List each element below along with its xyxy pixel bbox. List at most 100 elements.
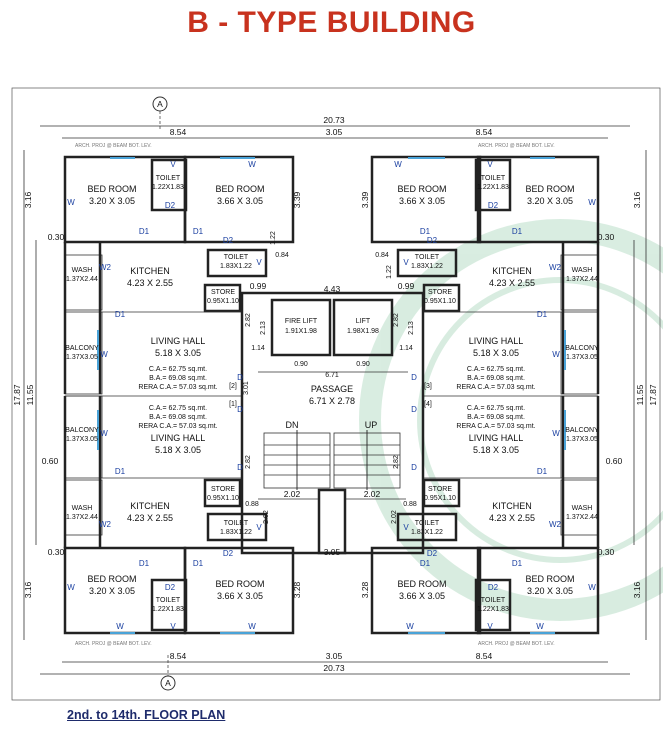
toilet-dim: 1.22X1.83 [152, 606, 184, 613]
svg-text:8.54: 8.54 [170, 651, 187, 661]
svg-text:D2: D2 [165, 583, 176, 592]
svg-text:2.02: 2.02 [284, 489, 301, 499]
bed-room-label: BED ROOM [525, 574, 574, 584]
kitchen-dim: 4.23 X 2.55 [127, 278, 173, 288]
svg-text:0.90: 0.90 [356, 361, 370, 368]
svg-text:11.55: 11.55 [25, 384, 35, 405]
svg-text:D2: D2 [488, 583, 499, 592]
svg-text:W: W [67, 198, 75, 207]
svg-text:3.16: 3.16 [23, 191, 33, 208]
grid-marker-top: A [152, 96, 168, 130]
living-hall-dim: 5.18 X 3.05 [155, 348, 201, 358]
svg-text:17.87: 17.87 [648, 384, 658, 406]
bed-room-label: BED ROOM [87, 184, 136, 194]
svg-text:3.05: 3.05 [326, 127, 343, 137]
svg-text:0.99: 0.99 [398, 281, 415, 291]
svg-text:0.30: 0.30 [598, 547, 615, 557]
area-rera: RERA C.A.= 57.03 sq.mt. [138, 384, 217, 391]
toilet-dim: 1.83X1.22 [411, 263, 443, 270]
watermark [359, 219, 663, 621]
svg-text:V: V [170, 622, 176, 631]
toilet-label: TOILET [481, 175, 506, 182]
svg-text:V: V [487, 622, 493, 631]
bed-room-dim: 3.20 X 3.05 [527, 196, 573, 206]
unit-bottom-right [370, 395, 600, 635]
bed-room-label: BED ROOM [397, 184, 446, 194]
area-rera: RERA C.A.= 57.03 sq.mt. [138, 423, 217, 430]
balcony-dim: 1.37X3.05 [66, 436, 98, 443]
store-label: STORE [428, 486, 452, 493]
svg-text:8.54: 8.54 [476, 651, 493, 661]
wash-label: WASH [72, 505, 93, 512]
svg-text:W: W [248, 622, 256, 631]
lift-dim: 1.98X1.98 [347, 328, 379, 335]
svg-text:D2: D2 [165, 201, 176, 210]
beam-note: ARCH. PROJ @ BEAM BOT. LEV. [75, 143, 152, 149]
bed-room-dim: 3.66 X 3.05 [217, 196, 263, 206]
svg-text:2.02: 2.02 [364, 489, 381, 499]
svg-text:D: D [411, 405, 417, 414]
svg-text:D: D [411, 463, 417, 472]
kitchen-dim: 4.23 X 2.55 [127, 513, 173, 523]
svg-text:D1: D1 [139, 227, 150, 236]
svg-text:D1: D1 [537, 310, 548, 319]
living-hall-dim: 5.18 X 3.05 [155, 445, 201, 455]
svg-text:2.13: 2.13 [260, 321, 267, 335]
wash-dim: 1.37X2.44 [566, 514, 598, 521]
svg-text:D1: D1 [512, 227, 523, 236]
beam-note: ARCH. PROJ @ BEAM BOT. LEV. [478, 641, 555, 647]
bed-room-label: BED ROOM [215, 184, 264, 194]
svg-text:D2: D2 [427, 236, 438, 245]
top-dimensions: 20.73 8.54 3.05 8.54 [40, 115, 630, 139]
store-label: STORE [428, 289, 452, 296]
area-rera: RERA C.A.= 57.03 sq.mt. [456, 423, 535, 430]
svg-text:0.60: 0.60 [42, 456, 59, 466]
kitchen-dim: 4.23 X 2.55 [489, 278, 535, 288]
core-dimensions: 4.43 0.99 0.99 0.84 0.84 1.22 1.22 3.39 … [243, 191, 417, 598]
svg-text:D1: D1 [537, 467, 548, 476]
opening-marks: W D1 D2 V D1 D2 W W2 V D1 W D W D1 V D2 … [67, 160, 596, 631]
svg-text:W: W [552, 350, 560, 359]
living-hall-label: LIVING HALL [469, 433, 524, 443]
svg-text:W: W [406, 622, 414, 631]
svg-text:D2: D2 [427, 549, 438, 558]
living-hall-label: LIVING HALL [151, 336, 206, 346]
area-ba: B.A.= 69.08 sq.mt. [149, 414, 207, 421]
svg-text:W: W [588, 198, 596, 207]
toilet-dim: 1.83X1.22 [220, 263, 252, 270]
drawing-frame [11, 87, 661, 701]
svg-text:1.14: 1.14 [399, 345, 413, 352]
svg-text:D2: D2 [488, 201, 499, 210]
passage-label: PASSAGE [311, 384, 353, 394]
svg-text:3.16: 3.16 [632, 191, 642, 208]
store-label: STORE [211, 486, 235, 493]
svg-text:17.87: 17.87 [12, 384, 22, 406]
toilet-label: TOILET [481, 597, 506, 604]
svg-text:W: W [536, 622, 544, 631]
core [240, 291, 425, 555]
svg-text:D: D [237, 463, 243, 472]
area-ca: C.A.= 62.75 sq.mt. [149, 405, 207, 412]
page-title: B - TYPE BUILDING [187, 6, 476, 39]
unit-number: [2] [229, 383, 237, 390]
svg-text:20.73: 20.73 [323, 663, 345, 673]
fire-lift-dim: 1.91X1.98 [285, 328, 317, 335]
beam-note: ARCH. PROJ @ BEAM BOT. LEV. [478, 143, 555, 149]
svg-text:D1: D1 [193, 227, 204, 236]
unit-top-left [63, 155, 295, 395]
store-label: STORE [211, 289, 235, 296]
svg-text:0.30: 0.30 [48, 232, 65, 242]
svg-text:D2: D2 [223, 549, 234, 558]
bed-room-dim: 3.20 X 3.05 [89, 586, 135, 596]
balcony-dim: 1.37X3.05 [566, 436, 598, 443]
svg-text:D1: D1 [115, 310, 126, 319]
bed-room-dim: 3.20 X 3.05 [527, 586, 573, 596]
fire-lift-label: FIRE LIFT [285, 318, 318, 325]
svg-text:3.28: 3.28 [360, 581, 370, 598]
svg-text:W: W [67, 583, 75, 592]
svg-text:0.99: 0.99 [250, 281, 267, 291]
svg-text:D: D [411, 373, 417, 382]
passage-dim: 6.71 X 2.78 [309, 396, 355, 406]
toilet-dim: 1.22X1.83 [477, 184, 509, 191]
